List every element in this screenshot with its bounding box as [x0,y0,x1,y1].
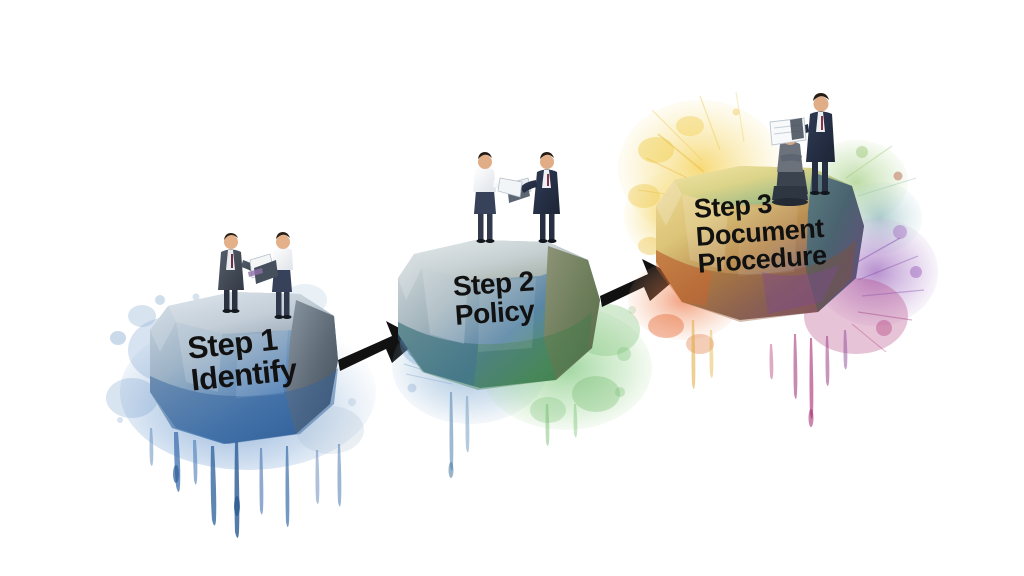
step-1-group[interactable] [106,232,376,538]
figure-analyst-left [473,152,532,243]
figure-printed-document [769,117,807,146]
step-2-rock [398,240,600,390]
step-3-drips [691,320,848,427]
step-1-figures [218,232,293,319]
step-1-rock [150,292,338,444]
figure-document-exchange [248,253,278,284]
step-2-drips [448,392,578,478]
figure-analyst-right [497,152,560,243]
figure-standing-supervisor [788,93,835,195]
step-3-group[interactable] [618,91,938,427]
figure-seated-colleague [772,128,808,206]
step-3-figures [769,93,835,206]
figure-businessman-left [218,233,261,313]
step-2-figures [473,152,560,243]
step-2-group[interactable] [392,152,652,478]
step-1-drips [149,428,342,538]
step-3-rock [656,166,864,322]
